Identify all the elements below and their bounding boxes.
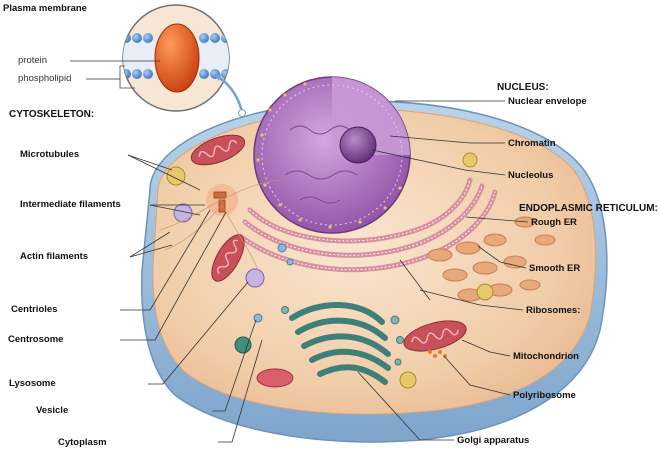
label-chromatin: Chromatin bbox=[508, 138, 556, 149]
golgi-shape bbox=[289, 301, 391, 385]
golgi-vesicles bbox=[281, 306, 404, 366]
label-cytoskeleton: CYTOSKELETON: bbox=[9, 109, 95, 120]
label-ribosomes: Ribosomes: bbox=[526, 305, 581, 316]
label-nucleus: NUCLEUS: bbox=[497, 82, 549, 93]
label-mitochondrion: Mitochondrion bbox=[513, 351, 579, 362]
label-polyribosome: Polyribosome bbox=[513, 390, 576, 401]
label-centrioles: Centrioles bbox=[11, 304, 58, 315]
cytoskeleton-filaments bbox=[159, 179, 281, 271]
label-nuclear-envelope: Nuclear envelope bbox=[508, 96, 587, 107]
polyribosome-shape bbox=[428, 350, 447, 358]
membrane-inset bbox=[119, 4, 246, 117]
leader-lines bbox=[70, 60, 529, 443]
label-protein: protein bbox=[18, 55, 48, 66]
label-centrosome: Centrosome bbox=[8, 334, 64, 345]
label-actin-filaments: Actin filaments bbox=[20, 251, 89, 262]
nucleus-shape bbox=[253, 76, 411, 234]
label-rough-er: Rough ER bbox=[531, 217, 577, 228]
lysosomes bbox=[166, 152, 494, 389]
smooth-er-shape bbox=[427, 216, 556, 302]
label-plasma-membrane: Plasma membrane bbox=[3, 3, 87, 14]
label-golgi-apparatus: Golgi apparatus bbox=[457, 435, 530, 446]
mitochondria bbox=[190, 134, 467, 352]
label-phospholipid: phospholipid bbox=[18, 73, 72, 84]
label-microtubules: Microtubules bbox=[20, 149, 80, 160]
label-smooth-er: Smooth ER bbox=[529, 263, 581, 274]
label-intermediate-filaments: Intermediate filaments bbox=[20, 199, 121, 210]
label-vesicle: Vesicle bbox=[36, 405, 69, 416]
rough-er-shape bbox=[237, 177, 498, 273]
label-endoplasmic-reticulum: ENDOPLASMIC RETICULUM: bbox=[519, 203, 658, 214]
label-lysosome: Lysosome bbox=[9, 378, 56, 389]
label-cytoplasm: Cytoplasm bbox=[58, 437, 107, 448]
label-nucleolus: Nucleolus bbox=[508, 170, 554, 181]
protein-shape bbox=[154, 23, 200, 93]
